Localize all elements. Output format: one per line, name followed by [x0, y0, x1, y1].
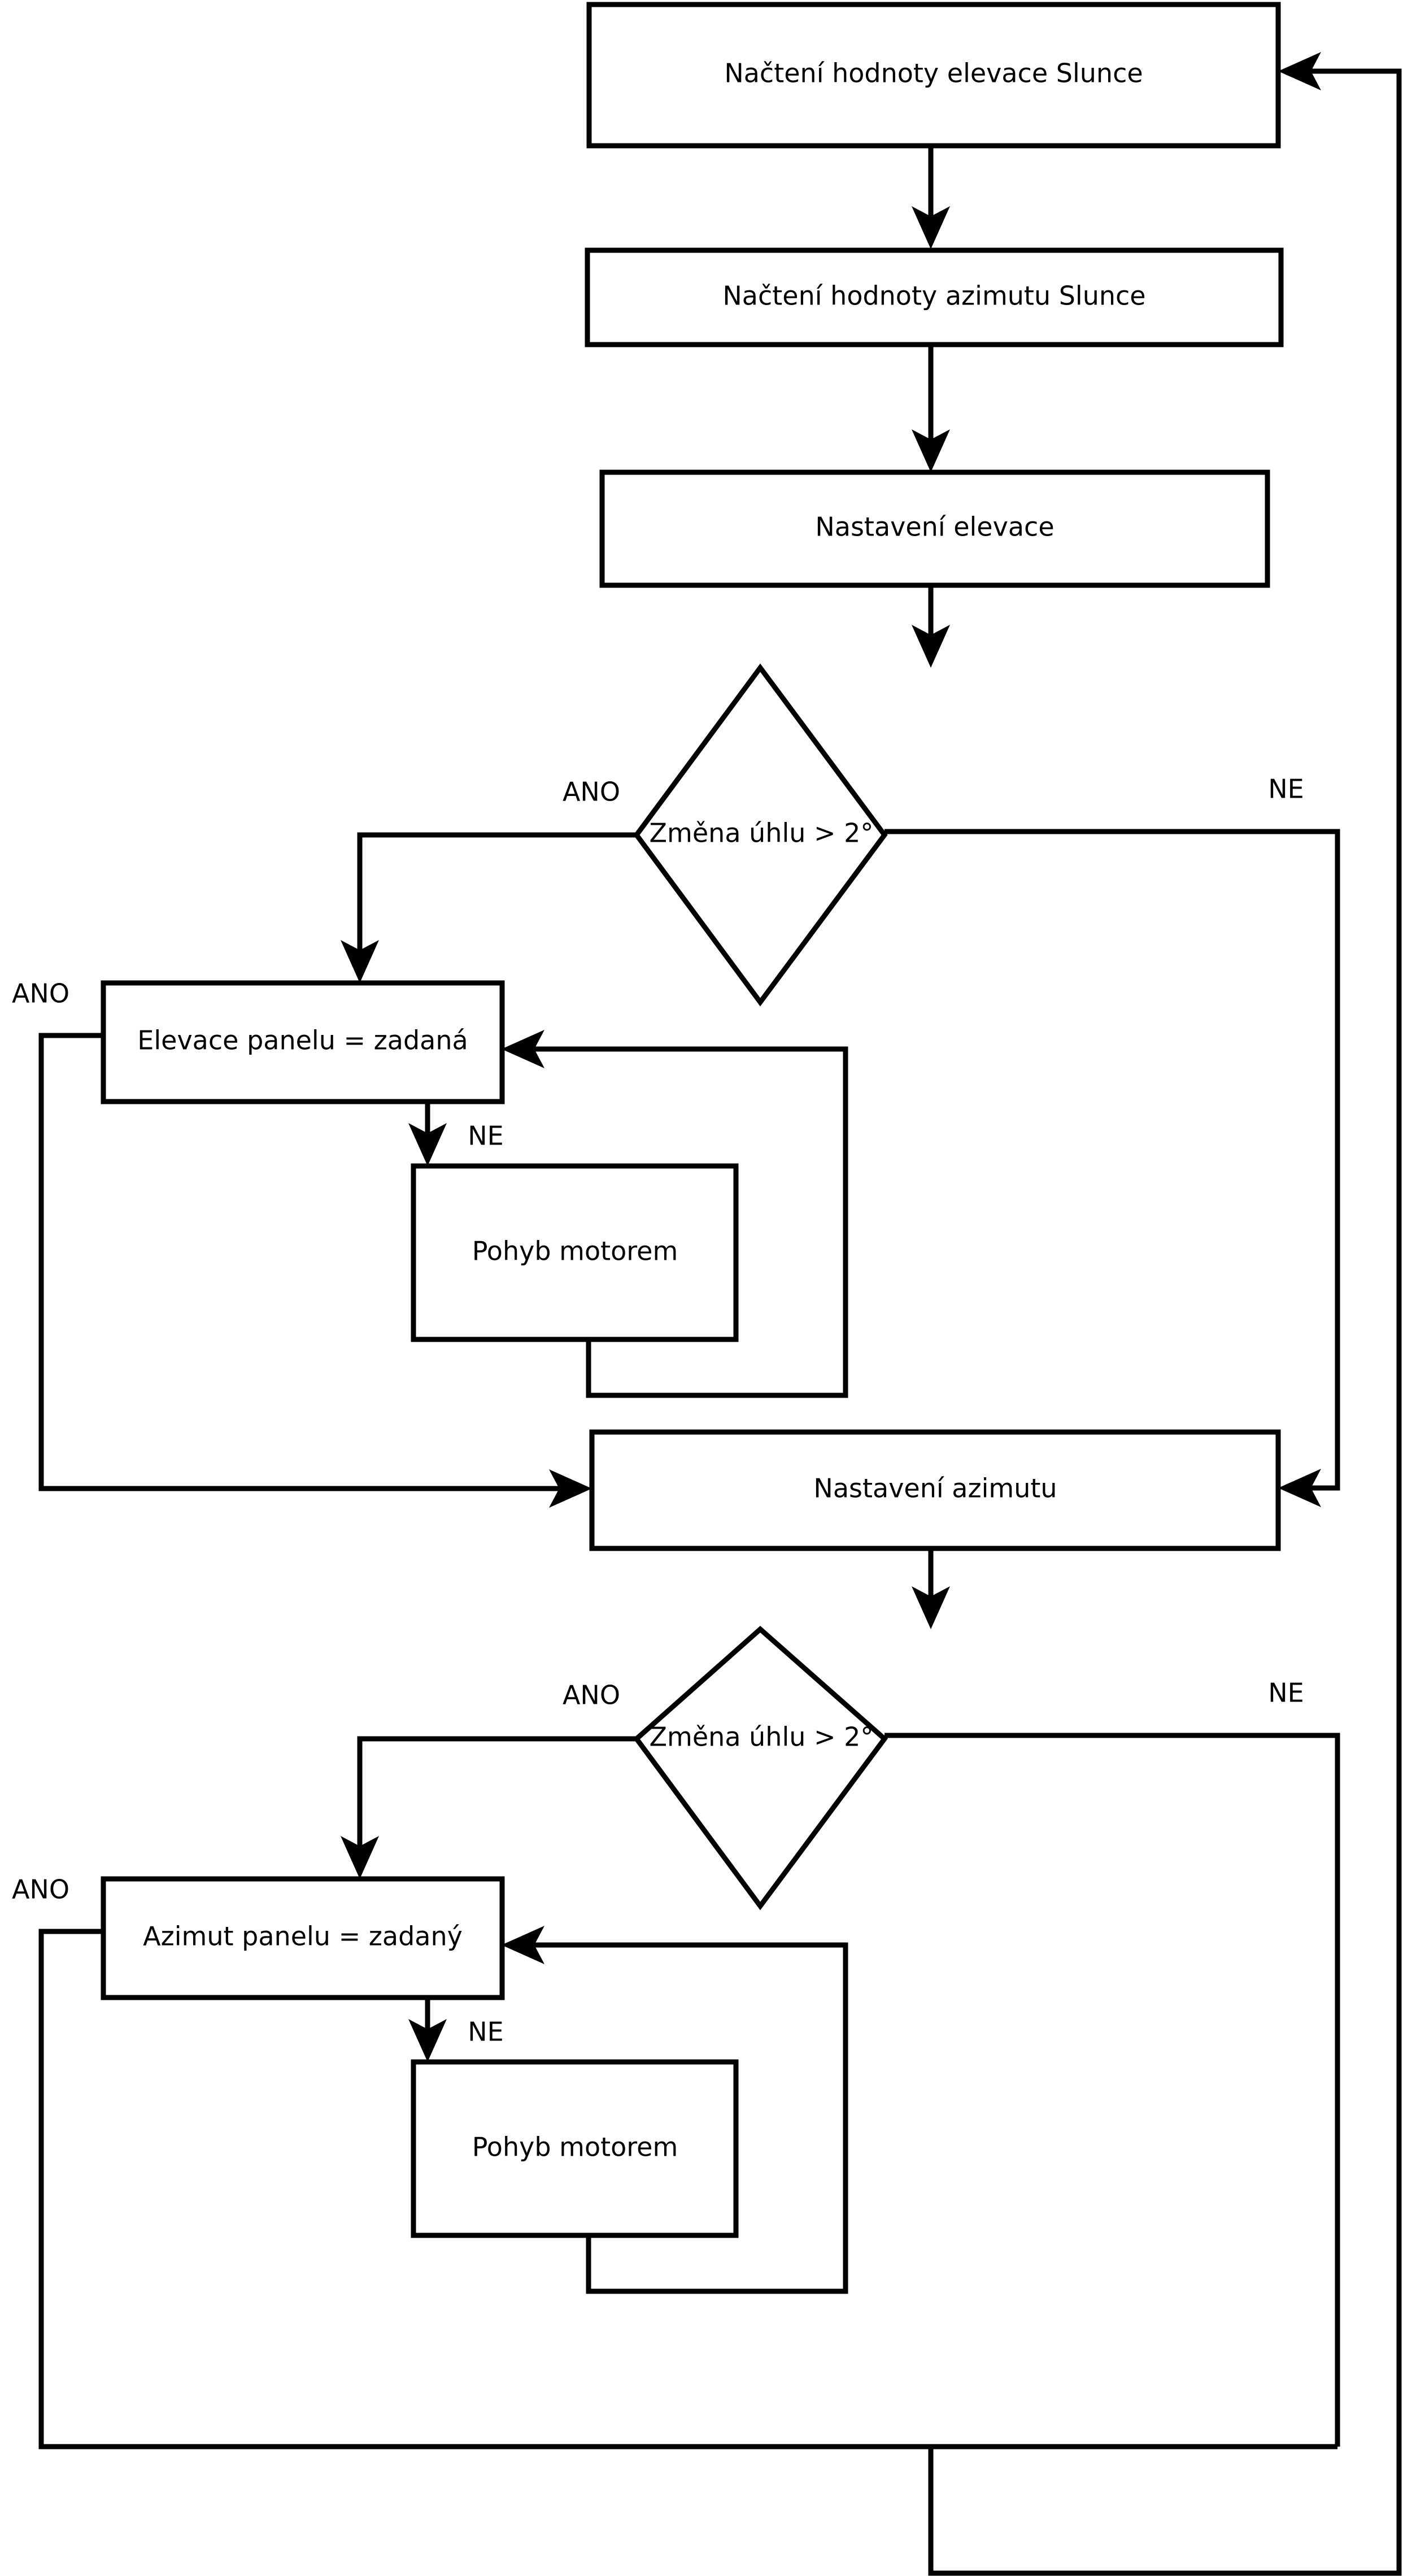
edge-read-elevation-to-read-azimuth: [912, 148, 950, 249]
edge-panel-elevation-yes: [38, 1033, 592, 1508]
node-motor-move-elevation[interactable]: Pohyb motorem: [411, 1163, 739, 1342]
node-motor-move-azimuth-label: Pohyb motorem: [472, 2132, 678, 2162]
node-motor-move-azimuth[interactable]: Pohyb motorem: [411, 2059, 739, 2238]
node-panel-azimuth-equals[interactable]: Azimut panelu = zadaný: [101, 1876, 505, 2000]
node-read-azimuth[interactable]: Načtení hodnoty azimutu Slunce: [585, 247, 1284, 347]
edge-decision-elevation-yes: [341, 832, 637, 983]
edge-panel-azimuth-yes: [38, 1929, 1337, 2449]
node-set-elevation-label: Nastavení elevace: [815, 512, 1054, 542]
edge-label-panel-azimuth-yes: ANO: [12, 1874, 69, 1905]
node-read-azimuth-label: Načtení hodnoty azimutu Slunce: [722, 281, 1145, 311]
node-decision-azimuth-label: Změna úhlu > 2°: [650, 1722, 874, 1752]
node-decision-elevation-label: Změna úhlu > 2°: [650, 818, 874, 848]
node-panel-elevation-equals-label: Elevace panelu = zadaná: [137, 1025, 468, 1056]
node-read-elevation[interactable]: Načtení hodnoty elevace Slunce: [586, 2, 1281, 149]
edge-label-panel-elevation-no: NE: [468, 1121, 503, 1151]
edge-read-azimuth-to-set-elevation: [912, 345, 950, 472]
node-set-azimuth-label: Nastavení azimutu: [813, 1473, 1057, 1504]
node-decision-azimuth[interactable]: Změna úhlu > 2°: [633, 1625, 888, 1911]
edge-motor-move-1-loop: [502, 1030, 848, 1398]
node-motor-move-elevation-label: Pohyb motorem: [472, 1236, 678, 1267]
edge-motor-move-2-loop: [502, 1926, 848, 2294]
node-panel-azimuth-equals-label: Azimut panelu = zadaný: [143, 1921, 463, 1952]
edge-set-azimuth-to-decision-azimuth: [912, 1548, 950, 1629]
edge-label-decision-azimuth-yes: ANO: [563, 1680, 620, 1711]
edge-decision-elevation-no: [884, 829, 1340, 1507]
edge-panel-elevation-no: [408, 1102, 447, 1166]
node-read-elevation-label: Načtení hodnoty elevace Slunce: [724, 58, 1143, 89]
node-panel-elevation-equals[interactable]: Elevace panelu = zadaná: [101, 980, 505, 1104]
edge-label-decision-elevation-yes: ANO: [563, 777, 620, 807]
edge-decision-azimuth-yes: [341, 1736, 637, 1879]
edge-label-panel-azimuth-no: NE: [468, 2017, 503, 2047]
edge-set-elevation-to-decision-elevation: [912, 585, 950, 668]
edge-panel-azimuth-no: [408, 1998, 447, 2062]
node-decision-elevation[interactable]: Změna úhlu > 2°: [633, 663, 888, 1007]
edge-label-decision-elevation-no: NE: [1268, 774, 1304, 804]
edge-label-panel-elevation-yes: ANO: [12, 978, 69, 1009]
edge-global-return-to-start: [928, 52, 1402, 2576]
node-set-azimuth[interactable]: Nastavení azimutu: [589, 1429, 1281, 1551]
edge-decision-azimuth-no: [884, 1733, 1340, 2447]
edge-label-decision-azimuth-no: NE: [1268, 1678, 1304, 1708]
node-set-elevation[interactable]: Nastavení elevace: [599, 469, 1270, 588]
